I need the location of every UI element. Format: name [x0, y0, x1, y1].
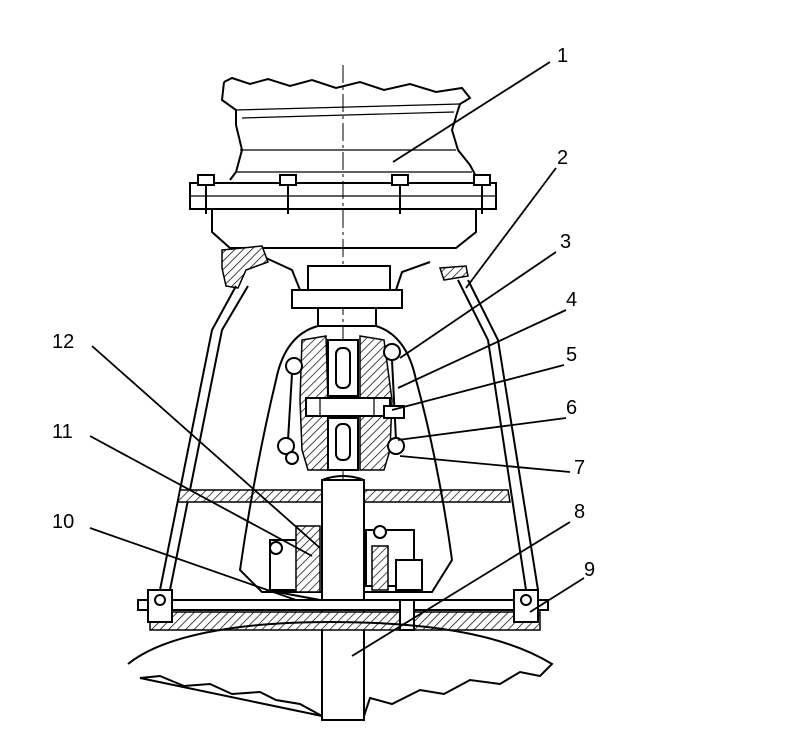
leader-8 [351, 521, 571, 657]
callout-labels: 1 2 3 4 5 6 7 8 9 10 11 12 [52, 45, 595, 581]
callout-4: 4 [566, 289, 577, 311]
callout-12: 12 [52, 331, 74, 353]
leader-2 [465, 167, 557, 289]
leader-5 [391, 364, 565, 411]
callout-8: 8 [574, 501, 585, 523]
callout-2: 2 [557, 147, 568, 169]
callout-1: 1 [557, 45, 568, 67]
leader-1 [392, 61, 551, 163]
main-flange [189, 174, 497, 249]
callout-9: 9 [584, 559, 595, 581]
leader-3 [399, 251, 557, 359]
flange-bolts [197, 174, 491, 214]
callout-3: 3 [560, 231, 571, 253]
callout-6: 6 [566, 397, 577, 419]
leader-7 [399, 455, 571, 473]
right-mount-lug [438, 265, 469, 281]
leader-12 [91, 345, 321, 549]
leader-6 [397, 417, 567, 441]
leader-lines [89, 61, 585, 657]
output-hub [265, 257, 431, 327]
lower-gear-right [365, 525, 423, 591]
leader-4 [397, 309, 567, 389]
lower-gear-left [265, 525, 321, 601]
callout-10: 10 [52, 511, 74, 533]
leader-10 [89, 527, 297, 601]
foundation [127, 620, 554, 717]
left-mount-lug [221, 245, 269, 289]
drive-shaft [321, 475, 365, 721]
callout-7: 7 [574, 457, 585, 479]
leader-11 [89, 435, 313, 557]
callout-11: 11 [52, 421, 73, 443]
upper-housing [220, 76, 479, 181]
coupling [277, 335, 405, 471]
leader-9 [529, 577, 585, 613]
callout-5: 5 [566, 344, 577, 366]
